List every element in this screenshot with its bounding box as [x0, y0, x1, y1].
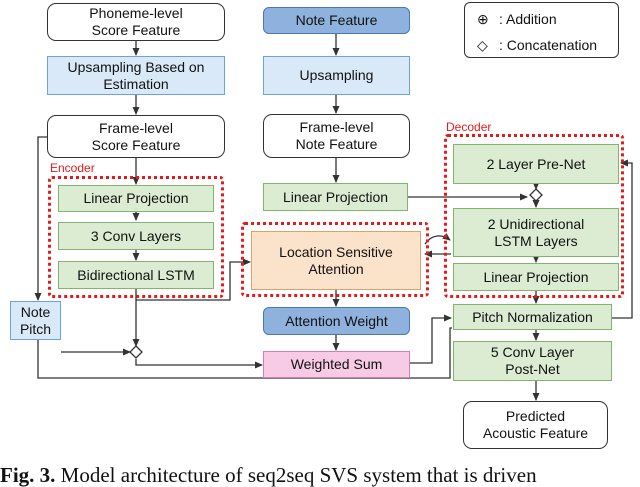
legend-concatenation: ◇ : Concatenation: [477, 37, 597, 53]
legend: ⊕ : Addition ◇ : Concatenation: [464, 2, 619, 58]
legend-concatenation-label: : Concatenation: [499, 37, 598, 53]
arrow-encoder-to-attention: [136, 258, 251, 301]
arrow-pitch-to-pitch-norm: [37, 327, 452, 379]
arrow-decoder-feedback: [612, 159, 633, 319]
predicted-acoustic-feature: Predicted Acoustic Feature: [463, 401, 608, 449]
decoder-region: [444, 134, 624, 298]
encoder-bidirectional-lstm: Bidirectional LSTM: [58, 261, 214, 289]
note-feature: Note Feature: [263, 7, 410, 34]
attention-weight: Attention Weight: [263, 307, 410, 335]
post-net: 5 Conv Layer Post-Net: [453, 341, 612, 381]
addition-icon: ⊕: [477, 11, 489, 27]
unidirectional-lstm-layers: 2 Unidirectional LSTM Layers: [453, 208, 619, 257]
upsampling-estimation: Upsampling Based on Estimation: [47, 56, 225, 95]
phoneme-score-feature: Phoneme-level Score Feature: [47, 3, 225, 41]
note-pitch: Note Pitch: [10, 301, 61, 340]
pre-net: 2 Layer Pre-Net: [453, 144, 619, 184]
encoder-region: [48, 176, 224, 298]
concat-node-encoder: [129, 345, 143, 359]
encoder-conv-layers: 3 Conv Layers: [58, 222, 214, 250]
location-sensitive-attention: Location Sensitive Attention: [251, 231, 421, 290]
arrow-frame-score-to-note-pitch: [34, 136, 47, 301]
note-linear-projection: Linear Projection: [263, 183, 408, 211]
legend-addition-label: : Addition: [499, 11, 557, 27]
arrow-sum-to-pitch-norm: [410, 314, 452, 364]
attention-region: [241, 222, 429, 297]
pitch-normalization: Pitch Normalization: [453, 304, 612, 330]
concatenation-icon: ◇: [477, 37, 488, 53]
encoder-label: Encoder: [50, 161, 95, 175]
concat-node-decoder: [529, 188, 543, 202]
encoder-linear-projection: Linear Projection: [58, 185, 214, 212]
figure-caption: Fig. 3. Model architecture of seq2seq SV…: [0, 463, 537, 487]
caption-text: Model architecture of seq2seq SVS system…: [60, 463, 537, 487]
decoder-linear-projection: Linear Projection: [453, 263, 619, 291]
arrow-concat-to-weighted-sum: [135, 359, 263, 369]
frame-level-note-feature: Frame-level Note Feature: [263, 114, 410, 158]
figure-number: Fig. 3.: [0, 463, 56, 487]
frame-level-score-feature: Frame-level Score Feature: [47, 115, 225, 158]
decoder-label: Decoder: [446, 120, 492, 134]
legend-addition: ⊕ : Addition: [477, 11, 557, 27]
weighted-sum: Weighted Sum: [263, 351, 410, 378]
upsampling: Upsampling: [263, 56, 410, 95]
